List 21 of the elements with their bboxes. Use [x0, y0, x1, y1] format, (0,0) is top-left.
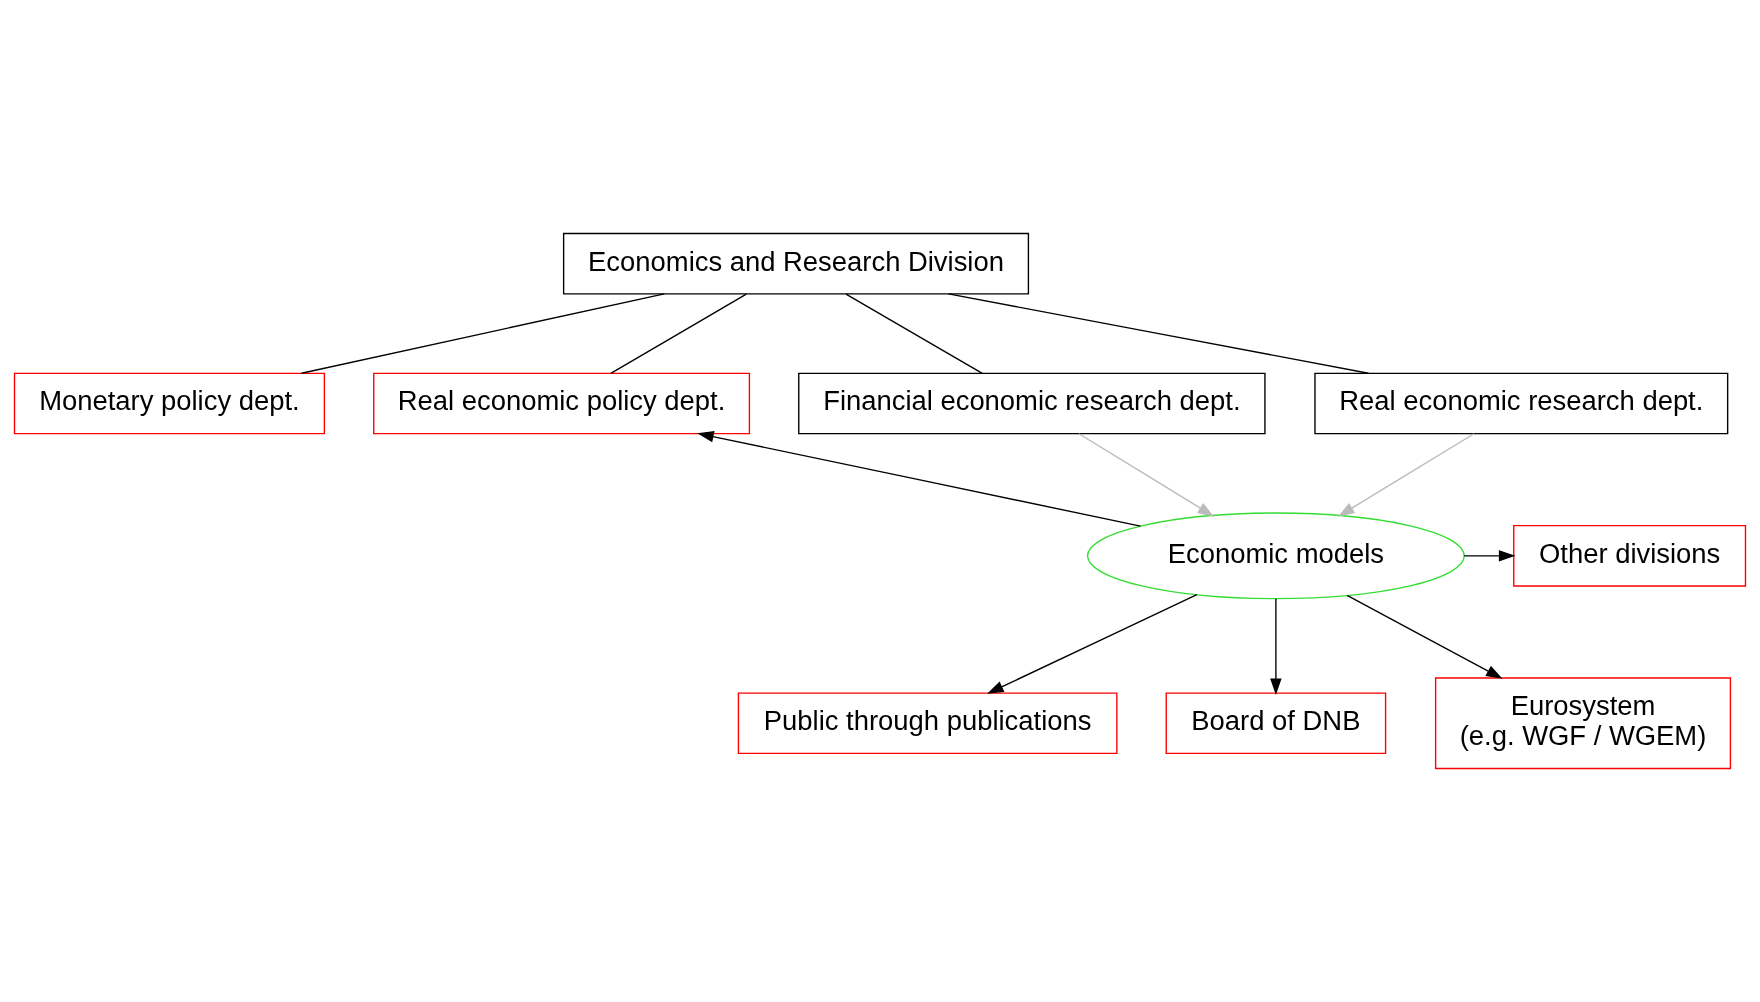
node-box: Other divisions: [1513, 525, 1747, 587]
node-box: Real economic research dept.: [1314, 372, 1729, 435]
arrow: [697, 431, 1142, 527]
arrow: [1463, 550, 1516, 562]
node-box: Economics and Research Division: [562, 232, 1030, 295]
node-box: Board of DNB: [1165, 692, 1387, 755]
arrow: [1338, 433, 1475, 517]
connector: [610, 293, 747, 374]
node-box: Public through publications: [737, 692, 1118, 755]
connector: [845, 293, 983, 374]
node-box: Eurosystem (e.g. WGF / WGEM): [1434, 677, 1732, 770]
arrow: [1346, 594, 1503, 679]
connector: [300, 293, 665, 374]
node-box: Real economic policy dept.: [373, 372, 751, 435]
arrow: [1270, 598, 1282, 695]
node-ellipse: Economic models: [1086, 512, 1465, 600]
arrow: [987, 593, 1198, 694]
connector: [947, 293, 1370, 374]
arrow: [1078, 433, 1215, 517]
node-box: Monetary policy dept.: [13, 372, 326, 435]
node-box: Financial economic research dept.: [798, 372, 1266, 435]
